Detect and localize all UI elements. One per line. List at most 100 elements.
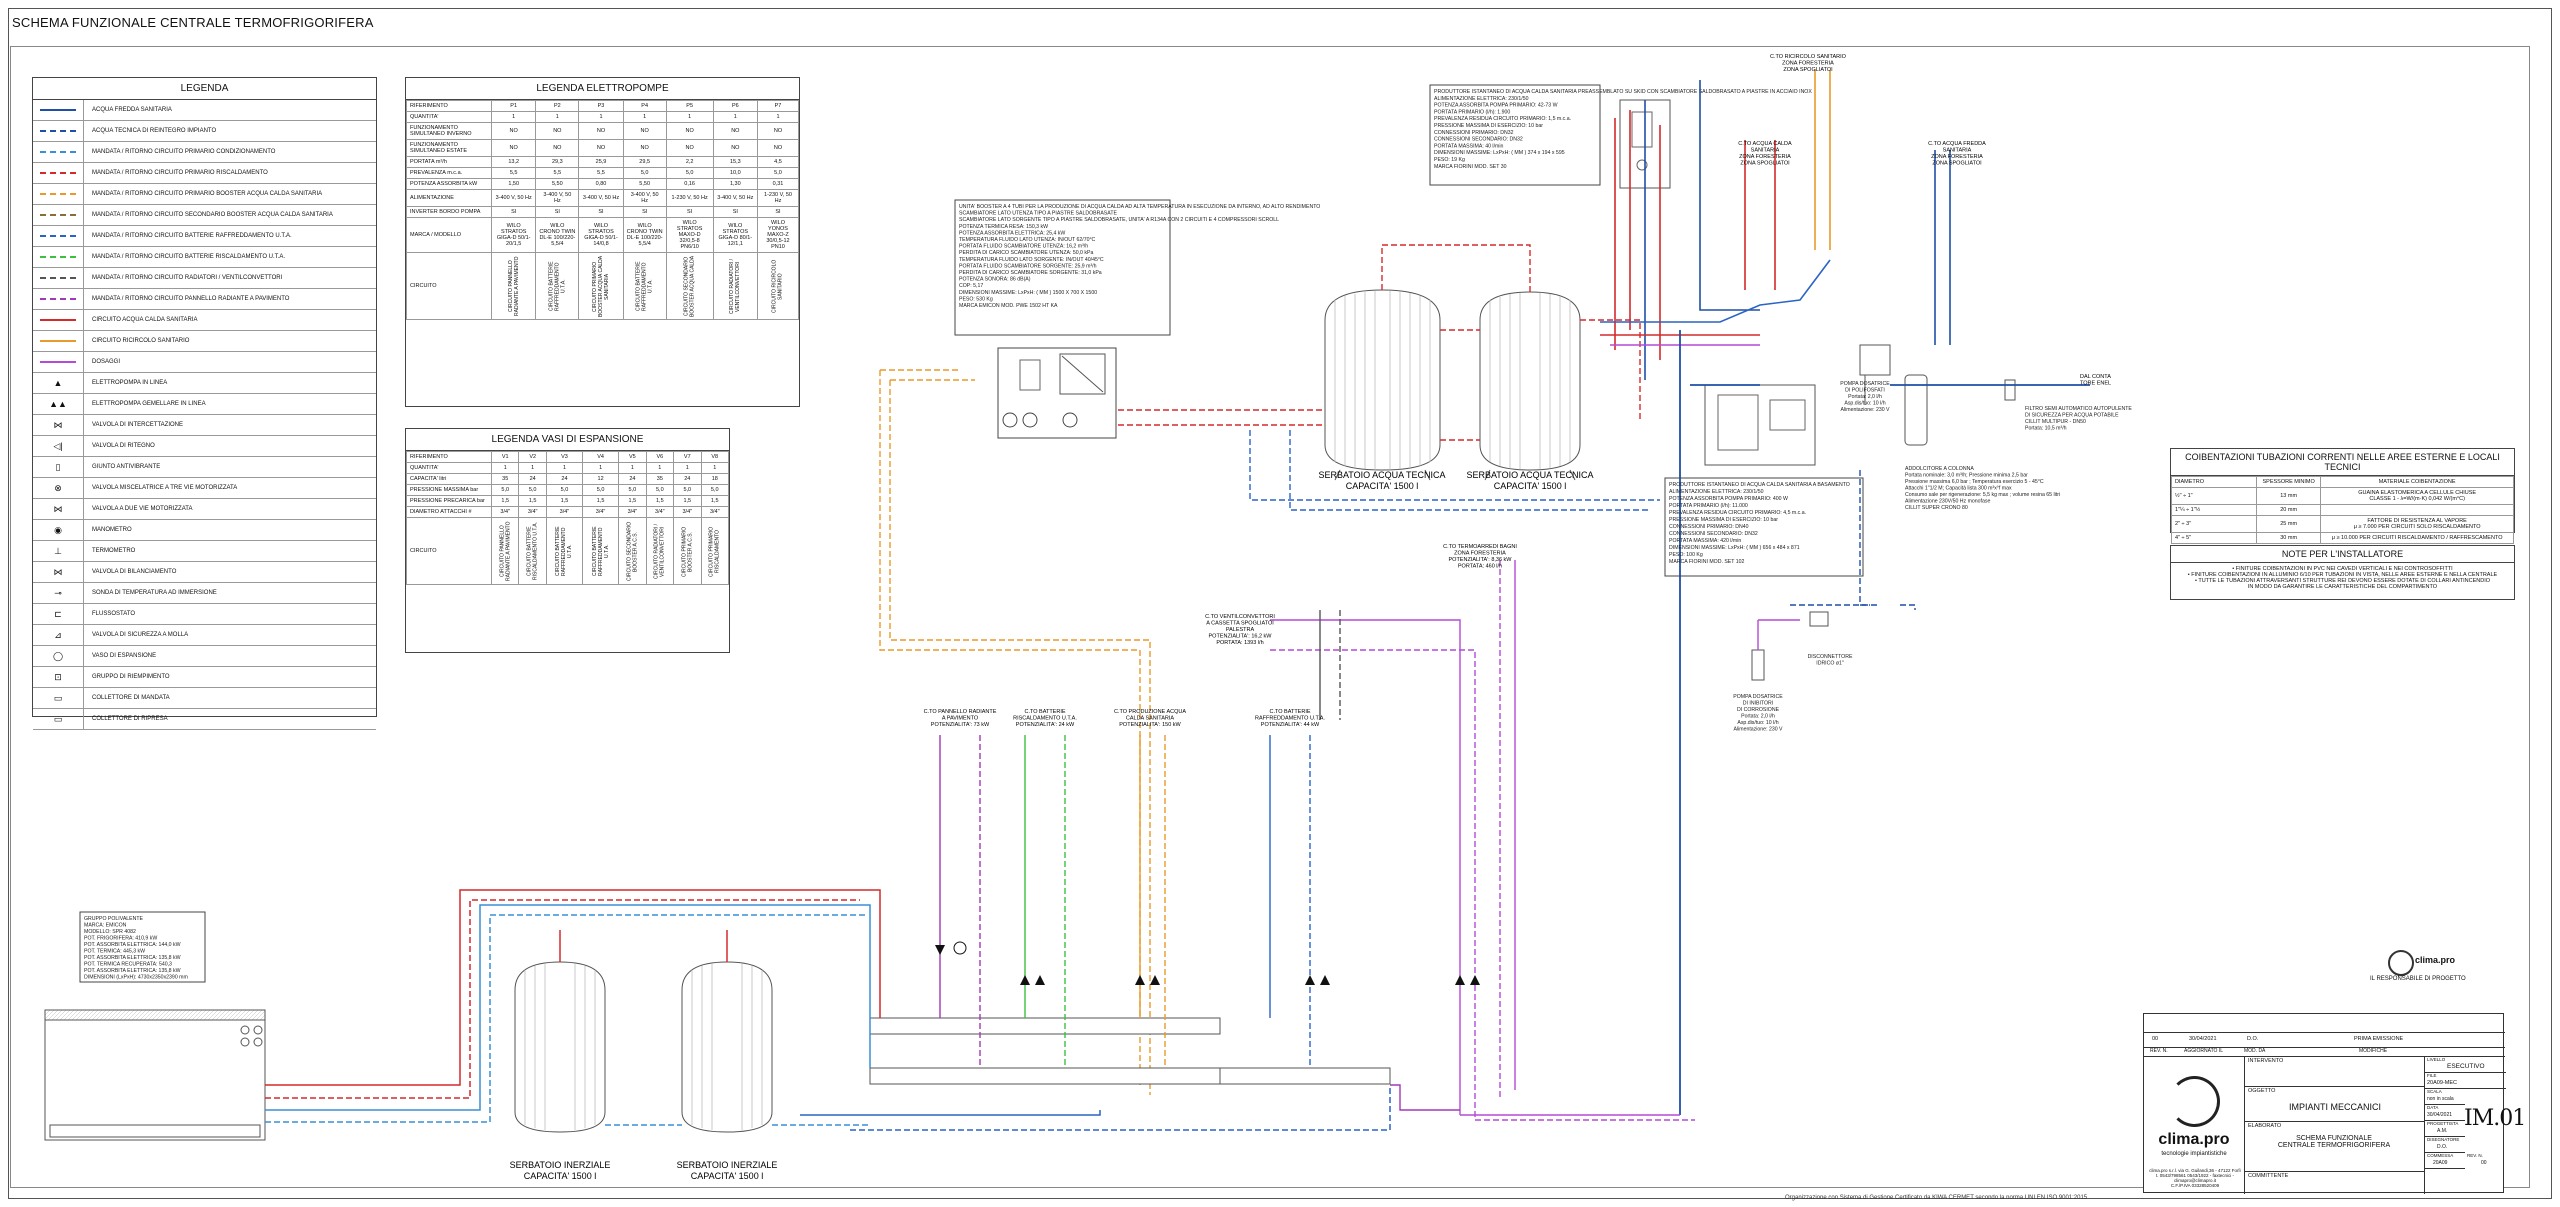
softener-unit bbox=[1859, 344, 1928, 446]
legend-label: CIRCUITO ACQUA CALDA SANITARIA bbox=[92, 317, 198, 323]
collector-icon: ▭ bbox=[33, 709, 84, 729]
text-line: IDRICO ø1" bbox=[1816, 661, 1844, 667]
text-line: PERDITA DI CARICO SCAMBIATORE UTENZA: 50… bbox=[959, 250, 1093, 256]
legend-item: ⊿VALVOLA DI SICUREZZA A MOLLA bbox=[33, 625, 376, 646]
table-cell: μ ≥ 10.000 PER CIRCUITI RISCALDAMENTO / … bbox=[2320, 532, 2514, 544]
legend-item: MANDATA / RITORNO CIRCUITO PRIMARIO COND… bbox=[33, 142, 376, 163]
line-swatch bbox=[40, 235, 76, 237]
fill-icon: ⊡ bbox=[33, 667, 84, 687]
table-cell: 25 mm bbox=[2255, 515, 2322, 533]
text-line: C.TO TERMOARREDI BAGNI bbox=[1443, 544, 1517, 550]
table-cell: WILO CRONO TWIN DL-E 100/220-5,5/4 bbox=[535, 217, 580, 253]
page-title: SCHEMA FUNZIONALE CENTRALE TERMOFRIGORIF… bbox=[12, 15, 374, 30]
check-valve-icon: ◁| bbox=[33, 436, 84, 456]
text-line: PORTATA FLUIDO SCAMBIATORE UTENZA: 16,2 … bbox=[959, 244, 1088, 250]
legend-item: ▭COLLETTORE DI MANDATA bbox=[33, 688, 376, 709]
drawing-sheet bbox=[8, 8, 2552, 1199]
text-line: CONNESSIONI PRIMARIO: DN40 bbox=[1669, 524, 1749, 530]
line-swatch bbox=[40, 340, 76, 342]
rev-header-by: MOD. DA bbox=[2244, 1048, 2266, 1054]
text-line: PALESTRA bbox=[1226, 627, 1255, 633]
text-line: SERBATOIO ACQUA TECNICA bbox=[1318, 470, 1445, 480]
text-line: GRUPPO POLIVALENTE bbox=[84, 916, 144, 922]
legend-label: FLUSSOSTATO bbox=[92, 611, 136, 617]
text-line: CILLIT MULTIPUR - DN50 bbox=[2025, 419, 2086, 425]
table-cell bbox=[2320, 504, 2514, 516]
text-line: DIMENSIONI MASSIME: LxPxH: ( MM ) 656 x … bbox=[1669, 545, 1800, 551]
text-line: DI CORROSIONE bbox=[1737, 707, 1780, 713]
legend-item: MANDATA / RITORNO CIRCUITO PRIMARIO BOOS… bbox=[33, 184, 376, 205]
text-line: POT. TERMICA RECUPERATA: 540,3 bbox=[84, 962, 172, 968]
company-logo-area: clima.pro tecnologie impiantistiche clim… bbox=[2144, 1056, 2245, 1194]
text-line: SERBATOIO ACQUA TECNICA bbox=[1466, 470, 1593, 480]
legend-label: VALVOLA A DUE VIE MOTORIZZATA bbox=[92, 506, 193, 512]
text-line: DI INIBITORI bbox=[1743, 701, 1773, 707]
text-line: POT. FRIGORIFERA: 410,9 kW bbox=[84, 936, 157, 942]
legend-label: MANDATA / RITORNO CIRCUITO PANNELLO RADI… bbox=[92, 296, 290, 302]
text-line: DIMENSIONI MASSIME: LxPxH: ( MM ) 374 x … bbox=[1434, 150, 1565, 156]
text-line: PRESSIONE MASSIMA DI ESERCIZIO: 10 bar bbox=[1669, 517, 1778, 523]
text-line: POTENZIALITA': 16,2 kW bbox=[1209, 634, 1273, 640]
legend-item: ⊏FLUSSOSTATO bbox=[33, 604, 376, 625]
intervento-section: INTERVENTO bbox=[2244, 1056, 2424, 1087]
producer-1-callout: PRODUTTORE ISTANTANEO DI ACQUA CALDA SAN… bbox=[1429, 84, 1812, 186]
table-cell: PRESSIONE PRECARICA bar bbox=[406, 495, 492, 507]
company-address: clima.pro s.r.l. via G. Guilandi,36 - 47… bbox=[2149, 1168, 2241, 1188]
text-line: PORTATA MASSIMA: 420 l/min bbox=[1669, 538, 1741, 544]
chiller-piping bbox=[265, 889, 1391, 1131]
text-line: DISCONNETTORE bbox=[1808, 654, 1853, 660]
joint-icon: ▯ bbox=[33, 457, 84, 477]
table-cell: SI bbox=[756, 206, 800, 218]
text-line: CALDA SANITARIA bbox=[1126, 716, 1175, 722]
text-line: MARCA: EMICON bbox=[84, 923, 127, 929]
text-line: ZONA FORESTERIA bbox=[1739, 154, 1791, 160]
table-row: DIAMETRO ATTACCHI #3/4"3/4"3/4"3/4"3/4"3… bbox=[406, 506, 730, 518]
oggetto-value: IMPIANTI MECCANICI bbox=[2289, 1102, 2382, 1112]
scala-row: SCALA non in scala bbox=[2425, 1088, 2465, 1105]
text-line: PRODUTTORE ISTANTANEO DI ACQUA CALDA SAN… bbox=[1669, 482, 1850, 488]
text-line: POTENZA ASSORBITA POMPA PRIMARIO: 400 W bbox=[1669, 496, 1788, 502]
line-swatch bbox=[40, 172, 76, 174]
drawing-frame bbox=[10, 46, 2530, 1188]
legend-item: ▭COLLETTORE DI RIPRESA bbox=[33, 709, 376, 730]
booster-info: UNITA' BOOSTER A 4 TUBI PER LA PRODUZION… bbox=[959, 204, 1320, 309]
text-line: Consumo sale per rigenerazione: 5,5 kg m… bbox=[1905, 492, 2060, 498]
legend-label: VASO DI ESPANSIONE bbox=[92, 653, 157, 659]
text-line: C.TO BATTERIE bbox=[1024, 709, 1065, 715]
table-cell: ½" ÷ 1" bbox=[2171, 487, 2257, 505]
table-cell: WILO STRATOS MAXO-D 32/0,5-8 PN6/10 bbox=[665, 217, 714, 253]
revision-header: REV. N. AGGIORNATO IL MOD. DA MODIFICHE bbox=[2144, 1046, 2505, 1057]
legend-label: VALVOLA DI BILANCIAMENTO bbox=[92, 569, 177, 575]
table-cell: 3/4" bbox=[582, 506, 620, 518]
legend-item: ◁|VALVOLA DI RITEGNO bbox=[33, 436, 376, 457]
rev-no: 00 bbox=[2152, 1036, 2159, 1042]
text-line: PESO: 530 Kg bbox=[959, 296, 993, 302]
legend-label: MANDATA / RITORNO CIRCUITO PRIMARIO BOOS… bbox=[92, 191, 323, 197]
legend-item: CIRCUITO RICIRCOLO SANITARIO bbox=[33, 331, 376, 352]
legend-title: LEGENDA bbox=[33, 78, 376, 100]
file-value: 20A09-MEC bbox=[2427, 1080, 2457, 1086]
text-line: POT. TERMICA: 445,3 kW bbox=[84, 949, 145, 955]
clima-logo-small bbox=[2388, 950, 2414, 976]
rev-no-label: REV. N. bbox=[2467, 1153, 2483, 1158]
table-cell: FATTORE DI RESISTENZA AL VAPORE μ ≥ 7.00… bbox=[2320, 515, 2514, 533]
rev-header-no: REV. N. bbox=[2150, 1048, 2168, 1054]
text-line: Alimentazione 230V/50 Hz monofase bbox=[1905, 499, 1990, 505]
text-line: PRESSIONE MASSIMA DI ESERCIZIO: 10 bar bbox=[1434, 123, 1543, 129]
legend-item: ⊸SONDA DI TEMPERATURA AD IMMERSIONE bbox=[33, 583, 376, 604]
pump-icon: ▲ bbox=[33, 373, 84, 393]
